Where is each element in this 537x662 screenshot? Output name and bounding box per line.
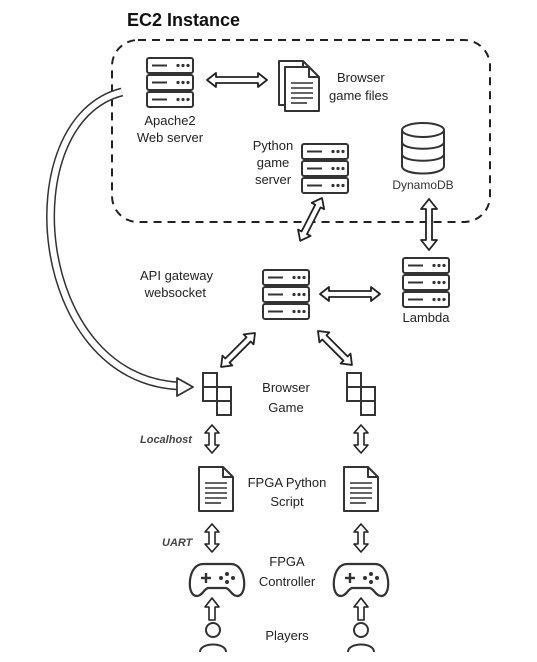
lambda-server-icon [402, 257, 450, 308]
dynamodb-database-icon [401, 122, 445, 175]
ec2-boundary [111, 39, 491, 223]
left-player-arrow-icon [204, 597, 220, 621]
fpga-script-label-1: FPGA Python [248, 475, 327, 490]
apache-files-arrow-icon [206, 72, 268, 88]
python-server-icon [301, 143, 349, 194]
browser-files-document-icon [284, 66, 320, 112]
left-browser-game-icon [202, 372, 232, 416]
fpga-script-label-2: Script [270, 494, 304, 509]
players-label: Players [265, 628, 309, 643]
right-player-arrow-icon [353, 597, 369, 621]
python-label-2: game [257, 155, 290, 170]
python-label-3: server [255, 172, 292, 187]
fpga-controller-label-2: Controller [259, 574, 316, 589]
apache-server-icon [146, 57, 194, 108]
right-localhost-arrow-icon [353, 424, 369, 454]
right-browser-game-icon [346, 372, 376, 416]
uart-label: UART [162, 537, 194, 549]
lambda-label: Lambda [403, 310, 451, 325]
left-player-person-icon [199, 622, 227, 653]
right-fpga-script-document-icon [343, 466, 379, 512]
localhost-label: Localhost [140, 434, 193, 446]
python-label-1: Python [253, 138, 293, 153]
browser-files-label-1: Browser [337, 70, 385, 85]
browser-game-label-1: Browser [262, 380, 310, 395]
left-fpga-controller-gamepad-icon [188, 562, 246, 598]
dynamodb-lambda-arrow-icon [420, 198, 438, 251]
api-lambda-arrow-icon [319, 286, 381, 302]
apache-label-1: Apache2 [144, 113, 195, 128]
apache-label-2: Web server [137, 130, 204, 145]
browser-files-label-2: game files [329, 88, 389, 103]
left-fpga-script-document-icon [198, 466, 234, 512]
api-left-game-arrow-icon [215, 327, 261, 373]
left-localhost-arrow-icon [204, 424, 220, 454]
serve-files-curved-arrow-icon [46, 87, 194, 397]
left-uart-arrow-icon [204, 523, 220, 553]
right-uart-arrow-icon [353, 523, 369, 553]
fpga-controller-label-1: FPGA [269, 554, 305, 569]
api-label-2: websocket [144, 285, 207, 300]
api-gateway-server-icon [262, 269, 310, 320]
right-player-person-icon [347, 622, 375, 653]
dynamodb-label: DynamoDB [392, 178, 453, 192]
browser-game-label-2: Game [268, 400, 303, 415]
api-right-game-arrow-icon [312, 325, 358, 371]
right-fpga-controller-gamepad-icon [332, 562, 390, 598]
api-label-1: API gateway [140, 268, 213, 283]
ec2-title: EC2 Instance [127, 10, 240, 30]
python-api-arrow-icon [293, 193, 330, 245]
